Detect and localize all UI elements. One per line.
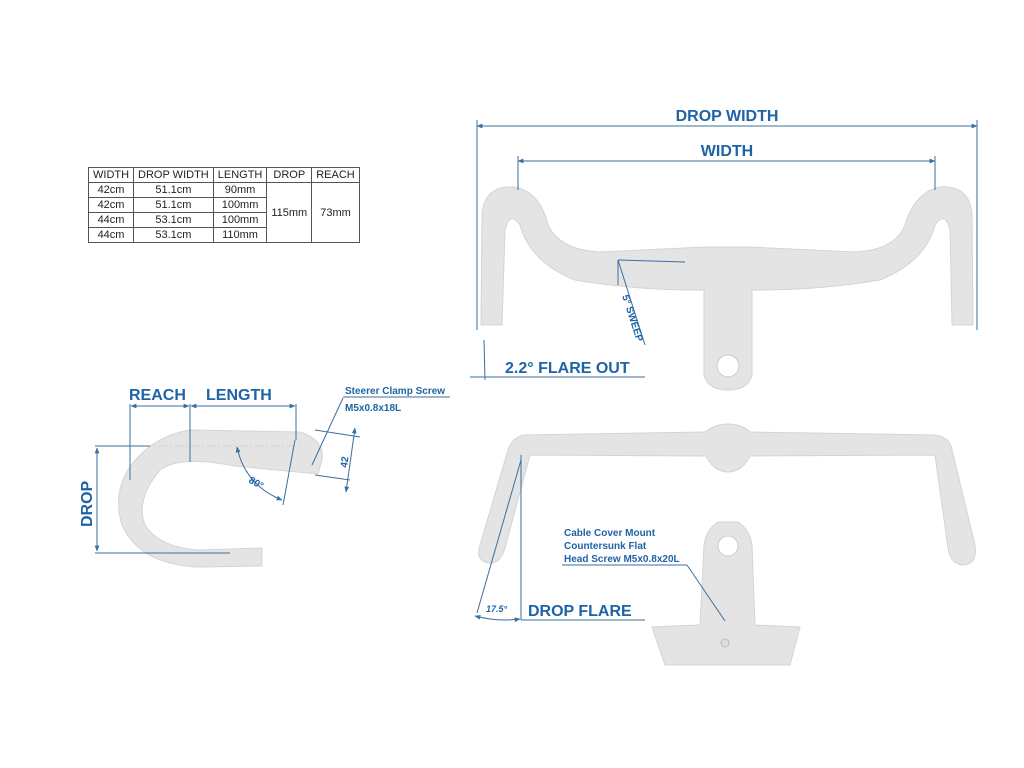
flare-out-label: 2.2° FLARE OUT [505,360,630,377]
angle-label: 80° [247,475,266,492]
drop-width-label: DROP WIDTH [676,108,779,125]
angle-arc [235,446,283,501]
table-row: 42cm 51.1cm 100mm [87,197,360,213]
steerer-screw-spec: M5x0.8x18L [345,403,401,414]
mount-note-line3: Head Screw M5x0.8x20L [564,554,680,565]
spec-table: WIDTH DROP WIDTH LENGTH DROP REACH 42cm … [87,167,360,243]
steerer-hole [716,354,740,378]
sweep-label: 5° SWEEP [619,294,645,344]
cell: 42cm [87,197,135,213]
cell: 53.1cm [133,227,214,243]
stem-front-view [651,521,801,666]
handlebar-front-view [478,423,976,566]
drop-flare-arc [474,615,521,623]
cell: 100mm [212,212,268,228]
front-view: 17.5° DROP FLARE Cable Cover Mount Count… [474,423,976,666]
screw-head [720,638,730,648]
cell: 44cm [87,227,135,243]
col-header: REACH [311,167,360,183]
clamp-height-dimension [344,427,357,493]
top-view: DROP WIDTH WIDTH 5° SWEEP 2.2° FLARE OUT [470,108,978,391]
cell-reach: 73mm [311,182,360,243]
mount-note-line1: Cable Cover Mount [564,528,656,539]
screw-leader [311,397,344,466]
drop-flare-label: DROP FLARE [528,603,632,620]
table-row: 44cm 53.1cm 110mm [87,227,360,243]
steerer-hole-front [717,535,739,557]
drop-flare-angle: 17.5° [486,604,508,614]
table-row: 44cm 53.1cm 100mm [87,212,360,228]
handlebar-side-view [118,429,323,568]
cell: 110mm [212,227,268,243]
length-label: LENGTH [206,387,272,404]
mount-leader [686,564,726,622]
drop-label: DROP [79,480,96,527]
handlebar-top-view [480,186,974,391]
table-header-row: WIDTH DROP WIDTH LENGTH DROP REACH [87,167,360,183]
sweep-line [617,259,646,346]
reach-label: REACH [129,387,186,404]
width-label: WIDTH [701,143,753,160]
side-view: DROP REACH LENGTH 80° 42 Steerer Clamp S… [79,386,450,568]
steerer-screw-title: Steerer Clamp Screw [345,386,445,397]
mount-note-line2: Countersunk Flat [564,541,647,552]
table-row: 42cm 51.1cm 90mm 115mm 73mm [87,182,360,243]
cell: 51.1cm [133,197,214,213]
cell-drop: 115mm [266,182,313,243]
clamp-height-label: 42 [339,455,352,468]
